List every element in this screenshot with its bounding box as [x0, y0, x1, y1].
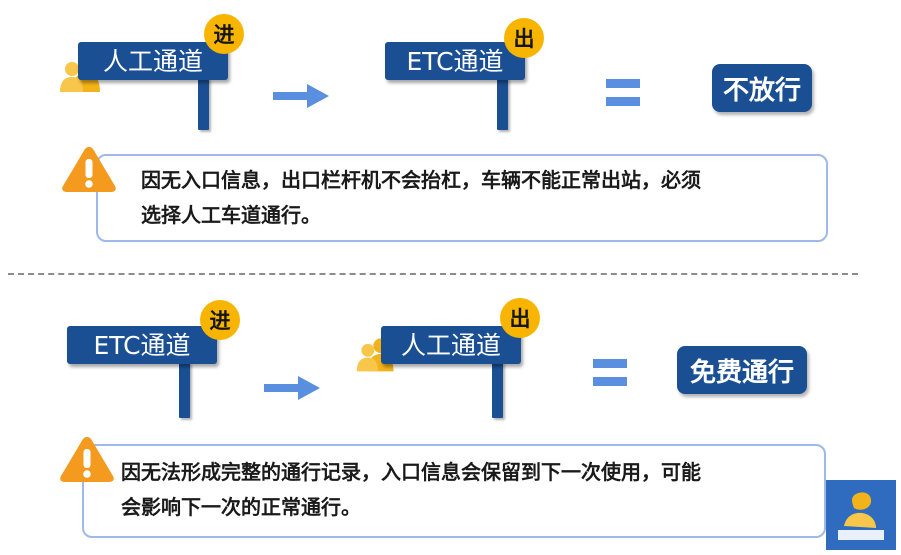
exit-badge-label: 出: [513, 27, 535, 51]
entry-sign-post: [179, 362, 190, 418]
exit-sign: 人工通道: [381, 326, 521, 364]
exit-sign-label: 人工通道: [400, 330, 501, 360]
notice-box: [82, 444, 826, 538]
section-divider: [8, 273, 858, 275]
logo-icon: [838, 492, 884, 540]
notice-text: 因无法形成完整的通行记录，入口信息会保留到下一次使用，可能 会影响下一次的正常通…: [121, 455, 821, 525]
result-label: 免费通行: [689, 357, 794, 388]
arrow-right-icon: [264, 376, 320, 400]
exit-badge: 出: [504, 18, 544, 58]
notice-box: [96, 154, 828, 242]
result-label: 不放行: [722, 75, 801, 106]
notice-text: 因无入口信息，出口栏杆机不会抬杠，车辆不能正常出站，必须 选择人工车道通行。: [141, 163, 817, 233]
logo: [826, 480, 896, 550]
entry-sign-post: [198, 78, 209, 130]
warning-icon: [60, 437, 114, 482]
arrow-right-icon: [273, 84, 329, 108]
entry-sign: 人工通道: [78, 42, 228, 80]
entry-badge-label: 进: [209, 309, 231, 333]
exit-sign-post: [497, 78, 508, 130]
entry-badge: 进: [204, 14, 244, 54]
entry-badge-label: 进: [213, 23, 235, 47]
result-badge: 不放行: [712, 64, 812, 112]
result-badge: 免费通行: [677, 346, 807, 394]
entry-sign: ETC通道: [67, 326, 217, 364]
notice-line-2: 会影响下一次的正常通行。: [121, 495, 361, 519]
entry-sign-label: 人工通道: [102, 46, 203, 76]
notice-line-1: 因无法形成完整的通行记录，入口信息会保留到下一次使用，可能: [121, 460, 701, 484]
entry-badge: 进: [200, 300, 240, 340]
entry-sign-label: ETC通道: [93, 330, 191, 360]
equals-icon: [606, 79, 640, 106]
exit-badge-label: 出: [509, 307, 531, 331]
exit-badge: 出: [500, 298, 540, 338]
notice-line-1: 因无入口信息，出口栏杆机不会抬杠，车辆不能正常出站，必须: [141, 168, 701, 192]
exit-sign: ETC通道: [385, 42, 525, 80]
equals-icon: [593, 359, 627, 386]
exit-sign-post: [492, 362, 503, 418]
warning-icon: [62, 147, 116, 192]
exit-sign-label: ETC通道: [406, 46, 504, 76]
notice-line-2: 选择人工车道通行。: [141, 203, 321, 227]
